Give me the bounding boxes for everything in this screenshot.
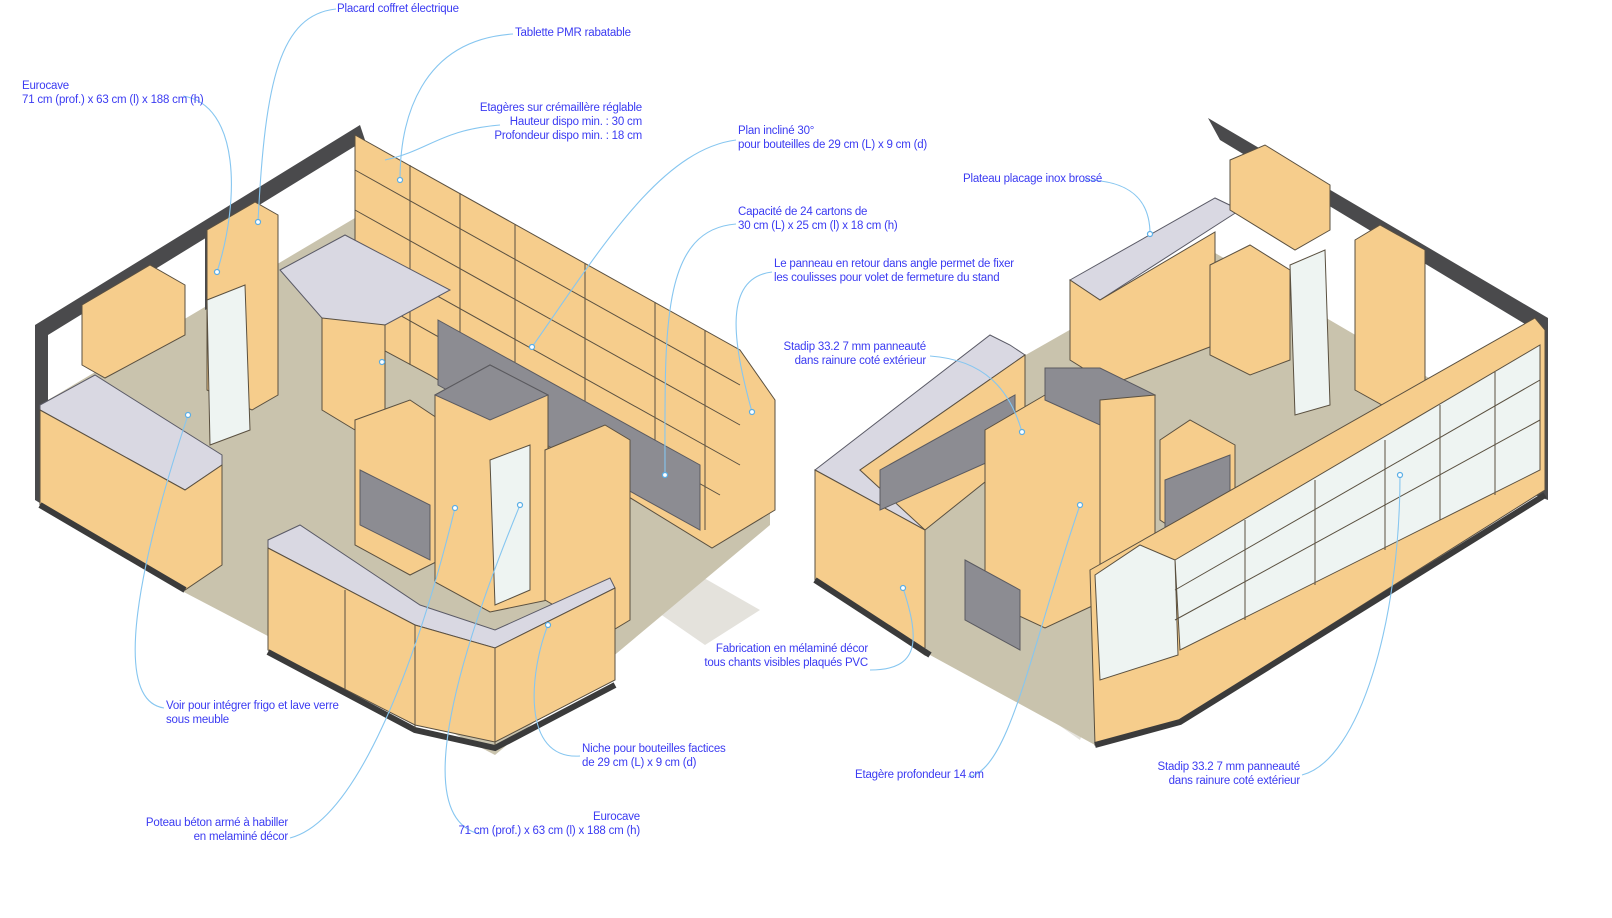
label-line: Capacité de 24 cartons de [738,206,868,218]
right-sink-unit [1209,244,1291,376]
right-eurocave [1289,249,1331,416]
label-line: Hauteur dispo min. : 30 cm [509,116,642,128]
label-line: en melaminé décor [193,831,289,843]
left-column-roof [433,364,550,421]
right-wall-cabinet [1229,144,1331,251]
label-plan-incline: Plan incliné 30° pour bouteilles de 29 cm… [738,124,927,152]
label-placard-coffret: Placard coffret électrique [337,2,459,16]
label-line: sous meuble [166,714,230,726]
left-column-eurocave [489,444,531,606]
left-wall-cabinet [81,264,186,379]
label-line: Le panneau en retour dans angle permet d… [774,258,1014,270]
label-line: Etagères sur crémaillère réglable [479,102,642,114]
label-line: Voir pour intégrer frigo et lave verre [166,700,339,712]
label-line: Plateau placage inox brossé [963,173,1103,185]
right-corner-glass-display [1094,544,1179,681]
label-etagere-14: Etagère profondeur 14 cm [855,768,984,782]
label-stadip-top: Stadip 33.2 7 mm panneauté dans rainure c… [784,340,927,368]
left-wall-base [38,502,187,593]
label-line: 30 cm (L) x 25 cm (l) x 18 cm (h) [738,220,898,232]
label-line: Niche pour bouteilles factices [582,743,726,755]
label-capacite: Capacité de 24 cartons de 30 cm (L) x 25 … [738,205,898,233]
right-counter-base [813,577,932,658]
label-line: Stadip 33.2 7 mm panneauté [1157,761,1301,773]
label-line: de 29 cm (L) x 9 cm (d) [582,757,697,769]
left-eurocave [206,284,251,446]
right-glass-shelving [1174,344,1541,651]
label-line: pour bouteilles de 29 cm (L) x 9 cm (d) [738,139,928,151]
label-line: Eurocave [593,811,640,823]
label-line: Profondeur dispo min. : 18 cm [494,130,642,142]
label-eurocave-bottom: Eurocave 71 cm (prof.) x 63 cm (l) x 188 … [458,810,640,838]
label-line: les coulisses pour volet de fermeture du… [774,272,1000,284]
right-shelving-grid [1174,372,1541,621]
label-line: 71 cm (prof.) x 63 cm (l) x 188 cm (h) [22,94,204,106]
label-line: Fabrication en mélaminé décor [715,643,868,655]
right-shelving-base [1094,492,1547,748]
label-line: 71 cm (prof.) x 63 cm (l) x 188 cm (h) [458,825,640,837]
label-eurocave-top: Eurocave 71 cm (prof.) x 63 cm (l) x 188 … [22,79,204,107]
right-display-carton-grid [964,559,1021,651]
leader-lines [134,8,1404,839]
right-stand [813,118,1548,748]
label-line: Poteau béton armé à habiller [145,817,288,829]
label-stadip-bottom: Stadip 33.2 7 mm panneauté dans rainure c… [1158,760,1301,788]
label-tablette-pmr: Tablette PMR rabatable [515,26,631,40]
label-line: dans rainure coté extérieur [1168,775,1301,787]
label-line: Etagère profondeur 14 cm [855,769,984,781]
label-line: tous chants visibles plaqués PVC [704,657,868,669]
label-fabrication: Fabrication en mélaminé décor tous chants… [704,642,868,670]
left-counter-base [266,649,617,752]
label-frigo: Voir pour intégrer frigo et lave verre so… [166,699,339,727]
left-display-carton-grid [359,469,431,561]
label-niche: Niche pour bouteilles factices de 29 cm (… [582,742,726,770]
label-line: Eurocave [22,80,69,92]
label-poteau: Poteau béton armé à habiller en melaminé … [146,816,288,844]
label-line: Placard coffret électrique [337,3,459,15]
label-line: dans rainure coté extérieur [794,355,927,367]
left-stand [35,125,776,755]
label-line: Stadip 33.2 7 mm panneauté [783,341,927,353]
label-plateau-inox: Plateau placage inox brossé [963,172,1102,186]
label-line: Plan incliné 30° [738,125,815,137]
label-panneau-retour: Le panneau en retour dans angle permet d… [774,257,1014,285]
label-line: Tablette PMR rabatable [515,27,631,39]
